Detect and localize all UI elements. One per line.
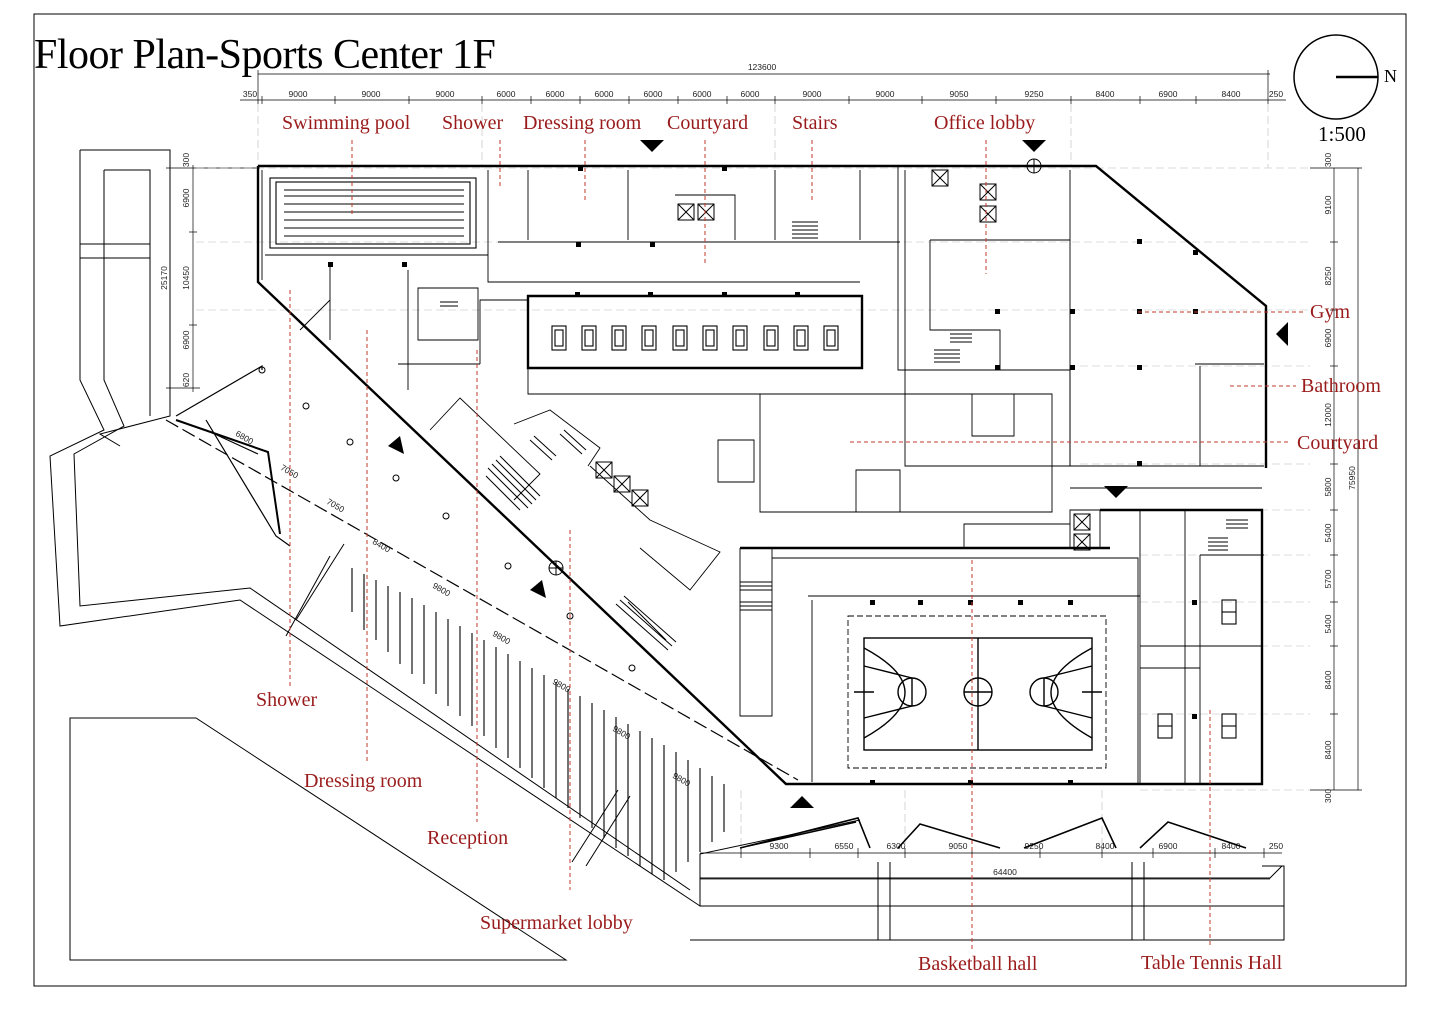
right-dimension-texts: 75950 300 9100 8250 6900 12000 5800 5400… <box>1323 153 1357 803</box>
north-arrow-icon <box>1293 34 1379 120</box>
dim-bottom-4: 9250 <box>1025 841 1044 851</box>
dim-right-3: 6900 <box>1323 328 1333 347</box>
dim-diag-7: 9800 <box>611 723 633 741</box>
interior-walls <box>261 166 1264 784</box>
dim-top-17: 250 <box>1269 89 1283 99</box>
dim-left-2: 10450 <box>181 266 191 290</box>
diagonal-lobby <box>165 364 799 781</box>
bottom-dimension-line <box>700 848 1282 880</box>
label-shower-top: Shower <box>442 112 504 134</box>
dim-bottom-8: 250 <box>1269 841 1283 851</box>
dim-right-9: 8400 <box>1323 670 1333 689</box>
dim-top-11: 9000 <box>876 89 895 99</box>
dim-right-0: 300 <box>1323 153 1333 167</box>
label-office-lobby: Office lobby <box>934 112 1036 134</box>
site-boundary <box>49 149 1285 961</box>
dim-right-total: 75950 <box>1347 466 1357 490</box>
north-label: N <box>1384 66 1397 86</box>
dim-left-total: 25170 <box>159 266 169 290</box>
scale-label: 1:500 <box>1318 122 1366 146</box>
dim-diag-4: 9800 <box>431 580 453 598</box>
structural-columns <box>328 166 1198 785</box>
dim-diag-2: 7050 <box>325 496 347 514</box>
dim-right-6: 5400 <box>1323 523 1333 542</box>
dim-left-0: 300 <box>181 153 191 167</box>
dim-right-5: 5800 <box>1323 477 1333 496</box>
dim-top-5: 6000 <box>546 89 565 99</box>
dim-top-1: 9000 <box>289 89 308 99</box>
label-dressing-room-left: Dressing room <box>304 770 423 792</box>
dim-top-16: 8400 <box>1222 89 1241 99</box>
skylight-roofs <box>739 816 1247 849</box>
top-dimension-texts: 123600 350 9000 9000 9000 6000 6000 6000… <box>243 62 1283 99</box>
bleacher-seating <box>351 568 725 880</box>
sheet-border <box>33 13 1407 987</box>
dim-diag-6: 9800 <box>551 676 573 694</box>
bottom-dimension-texts: 64400 9300 6550 6300 9050 9250 8400 6900… <box>770 841 1284 877</box>
dim-top-13: 9250 <box>1025 89 1044 99</box>
dim-right-10: 8400 <box>1323 740 1333 759</box>
dim-bottom-0: 9300 <box>770 841 789 851</box>
label-supermarket-lobby: Supermarket lobby <box>480 912 633 934</box>
dim-top-9: 6000 <box>741 89 760 99</box>
label-reception: Reception <box>427 827 509 849</box>
dim-top-10: 9000 <box>803 89 822 99</box>
dim-top-2: 9000 <box>362 89 381 99</box>
label-dressing-room-top: Dressing room <box>523 112 642 134</box>
dim-right-7: 5700 <box>1323 569 1333 588</box>
dim-top-14: 8400 <box>1096 89 1115 99</box>
dim-bottom-5: 8400 <box>1096 841 1115 851</box>
table-tennis-tables <box>1157 599 1237 739</box>
stairs-markings <box>440 221 1248 651</box>
swimming-pool-lanes <box>269 177 477 249</box>
left-dimension-texts: 25170 300 6900 10450 6900 620 <box>159 153 191 387</box>
axis-grid-lines <box>196 104 1310 850</box>
dim-left-4: 620 <box>181 373 191 387</box>
dim-bottom-1: 6550 <box>835 841 854 851</box>
leader-lines <box>289 140 1306 950</box>
label-swimming-pool: Swimming pool <box>282 112 411 134</box>
top-dimension-line <box>240 70 1286 104</box>
label-shower-left: Shower <box>256 689 318 711</box>
label-bathroom: Bathroom <box>1301 375 1381 397</box>
dim-top-15: 6900 <box>1159 89 1178 99</box>
dim-bottom-6: 6900 <box>1159 841 1178 851</box>
label-courtyard-top: Courtyard <box>667 112 749 134</box>
dim-left-3: 6900 <box>181 330 191 349</box>
dim-right-1: 9100 <box>1323 195 1333 214</box>
basketball-court <box>847 615 1107 769</box>
page-title: Floor Plan-Sports Center 1F <box>34 32 496 78</box>
building-outline <box>256 164 1268 786</box>
dim-diag-8: 9800 <box>671 770 693 788</box>
elevators <box>595 169 1091 551</box>
dim-right-11: 300 <box>1323 789 1333 803</box>
dim-top-6: 6000 <box>595 89 614 99</box>
dim-top-4: 6000 <box>497 89 516 99</box>
dim-top-0: 350 <box>243 89 257 99</box>
dim-top-7: 6000 <box>644 89 663 99</box>
label-table-tennis-hall: Table Tennis Hall <box>1141 952 1283 974</box>
dim-top-3: 9000 <box>436 89 455 99</box>
right-dimension-line <box>1310 167 1362 791</box>
label-courtyard-right: Courtyard <box>1297 432 1379 454</box>
dim-left-1: 6900 <box>181 188 191 207</box>
dim-bottom-3: 9050 <box>949 841 968 851</box>
label-basketball-hall: Basketball hall <box>918 953 1038 975</box>
dim-top-total: 123600 <box>748 62 777 72</box>
entrance-markers <box>388 140 1288 808</box>
dim-right-8: 5400 <box>1323 614 1333 633</box>
label-gym: Gym <box>1310 301 1350 323</box>
circle-markers <box>258 158 1042 672</box>
dim-top-12: 9050 <box>950 89 969 99</box>
dim-bottom-7: 8400 <box>1222 841 1241 851</box>
dim-top-8: 6000 <box>693 89 712 99</box>
label-stairs: Stairs <box>792 112 838 134</box>
shop-units <box>551 325 839 351</box>
dim-right-4: 12000 <box>1323 403 1333 427</box>
dim-bottom-total: 64400 <box>993 867 1017 877</box>
dim-right-2: 8250 <box>1323 266 1333 285</box>
dim-bottom-2: 6300 <box>887 841 906 851</box>
dim-diag-5: 9800 <box>491 628 513 646</box>
